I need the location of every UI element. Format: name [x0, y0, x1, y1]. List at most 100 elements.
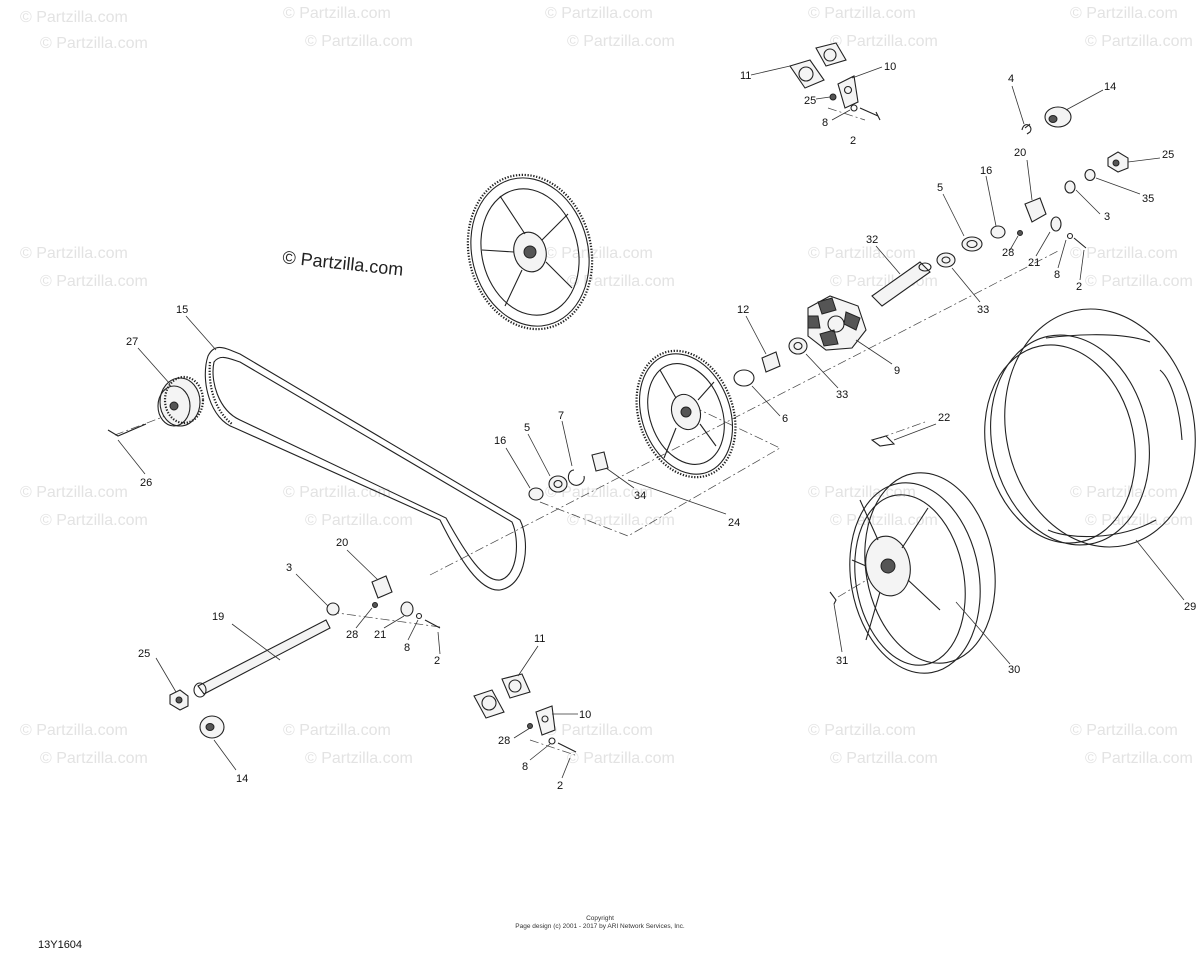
callout-label: 19	[212, 611, 224, 623]
bolt-2-right	[1073, 237, 1087, 249]
callout-label: 7	[558, 410, 564, 422]
callout-label: 3	[1104, 211, 1110, 223]
valve-22	[870, 435, 896, 447]
bolt-26	[107, 423, 147, 437]
bearing-33-mid	[788, 337, 808, 355]
bolt-top-2	[859, 107, 881, 121]
callout-label: 5	[524, 422, 530, 434]
callout-label: 27	[126, 336, 138, 348]
washer-bottom-8	[548, 737, 556, 745]
washer-3-left	[326, 602, 340, 616]
nut-top-25	[829, 93, 837, 101]
watermark: © Partzilla.com	[808, 245, 916, 262]
callout-label[interactable]: 11	[534, 633, 545, 645]
bearing-5-right	[961, 236, 983, 252]
callout-label: 33	[977, 304, 989, 316]
watermark: © Partzilla.com	[808, 722, 916, 739]
callout-label[interactable]: 10	[579, 709, 591, 721]
callout-label: 2	[850, 135, 856, 147]
upper-sprocket	[466, 173, 594, 331]
watermark: © Partzilla.com	[830, 512, 938, 529]
bracket-top-10	[837, 75, 859, 109]
watermark: © Partzilla.com	[305, 512, 413, 529]
watermark: © Partzilla.com	[545, 5, 653, 22]
callout-label: 21	[1028, 257, 1040, 269]
spacer-21-left	[400, 601, 414, 617]
callout-label: 2	[434, 655, 440, 667]
callout-label: 16	[494, 435, 506, 447]
watermark: © Partzilla.com	[808, 5, 916, 22]
watermark: © Partzilla.com	[830, 750, 938, 767]
callout-label: 20	[1014, 147, 1026, 159]
watermark: © Partzilla.com	[567, 273, 675, 290]
nut-bottom-28	[527, 723, 533, 729]
watermark: © Partzilla.com	[40, 35, 148, 52]
callout-label: 25	[804, 95, 816, 107]
callout-label: 5	[937, 182, 943, 194]
callout-label: 29	[1184, 601, 1196, 613]
pillow-block-top-11	[789, 42, 847, 89]
callout-label: 15	[176, 304, 188, 316]
watermark: © Partzilla.com	[283, 722, 391, 739]
spacer-21-right	[1050, 216, 1062, 232]
callout-label: 21	[374, 629, 386, 641]
callout-label: 22	[938, 412, 950, 424]
watermark: © Partzilla.com	[305, 33, 413, 50]
callout-label: 25	[1162, 149, 1174, 161]
watermark: © Partzilla.com	[20, 245, 128, 262]
callout-label: 24	[728, 517, 740, 529]
driven-sprocket-24	[635, 349, 737, 479]
valve-stem-31	[829, 591, 837, 605]
watermark: © Partzilla.com	[40, 750, 148, 767]
watermark: © Partzilla.com	[1070, 484, 1178, 501]
callout-label: 16	[980, 165, 992, 177]
callout-label: 2	[1076, 281, 1082, 293]
spacer-34	[591, 451, 609, 472]
watermark: © Partzilla.com	[808, 484, 916, 501]
watermark: © Partzilla.com	[20, 722, 128, 739]
rim-30	[849, 472, 996, 674]
callout-label: 12	[737, 304, 749, 316]
callout-labels: 11 10 25 8 2 4 14 20 25 16 5 35 3 28 21 …	[126, 61, 1196, 792]
watermark: © Partzilla.com	[1085, 512, 1193, 529]
watermark: © Partzilla.com	[567, 750, 675, 767]
callout-label: 25	[138, 648, 150, 660]
damper-hub-9	[807, 295, 867, 351]
callout-label: 32	[866, 234, 878, 246]
shaft-32	[871, 261, 932, 307]
callout-label: 20	[336, 537, 348, 549]
o-ring-6	[733, 369, 755, 387]
callout-label[interactable]: 11	[740, 70, 751, 82]
washer-35	[1084, 168, 1096, 182]
callout-label: 9	[894, 365, 900, 377]
callout-label: 28	[1002, 247, 1014, 259]
washer-8-left	[415, 612, 423, 620]
bearing-33-top	[936, 252, 956, 268]
collar-16-left	[528, 487, 544, 501]
sleeve-12	[761, 351, 781, 373]
callout-label: 4	[1008, 73, 1014, 85]
callout-label: 14	[236, 773, 248, 785]
watermark: © Partzilla.com	[1085, 33, 1193, 50]
watermark: © Partzilla.com	[545, 484, 653, 501]
nut-25-right	[1107, 151, 1129, 173]
watermark: © Partzilla.com	[1070, 5, 1178, 22]
watermark: © Partzilla.com	[830, 33, 938, 50]
watermark: © Partzilla.com	[305, 750, 413, 767]
collar-16-right	[990, 225, 1006, 239]
tire-29	[984, 308, 1196, 548]
callout-label: 33	[836, 389, 848, 401]
callout-label: 28	[346, 629, 358, 641]
axle-19	[193, 619, 331, 698]
leader-lines	[117, 65, 1185, 779]
callout-label[interactable]: 10	[884, 61, 896, 73]
watermark: © Partzilla.com	[40, 512, 148, 529]
callout-label: 6	[782, 413, 788, 425]
bolt-2-left	[424, 619, 441, 629]
watermark: © Partzilla.com	[1070, 245, 1178, 262]
retaining-ring-7	[567, 469, 585, 486]
washer-3-right	[1064, 180, 1076, 194]
cotter-pin-4	[1021, 123, 1032, 135]
watermark: © Partzilla.com	[1085, 273, 1193, 290]
